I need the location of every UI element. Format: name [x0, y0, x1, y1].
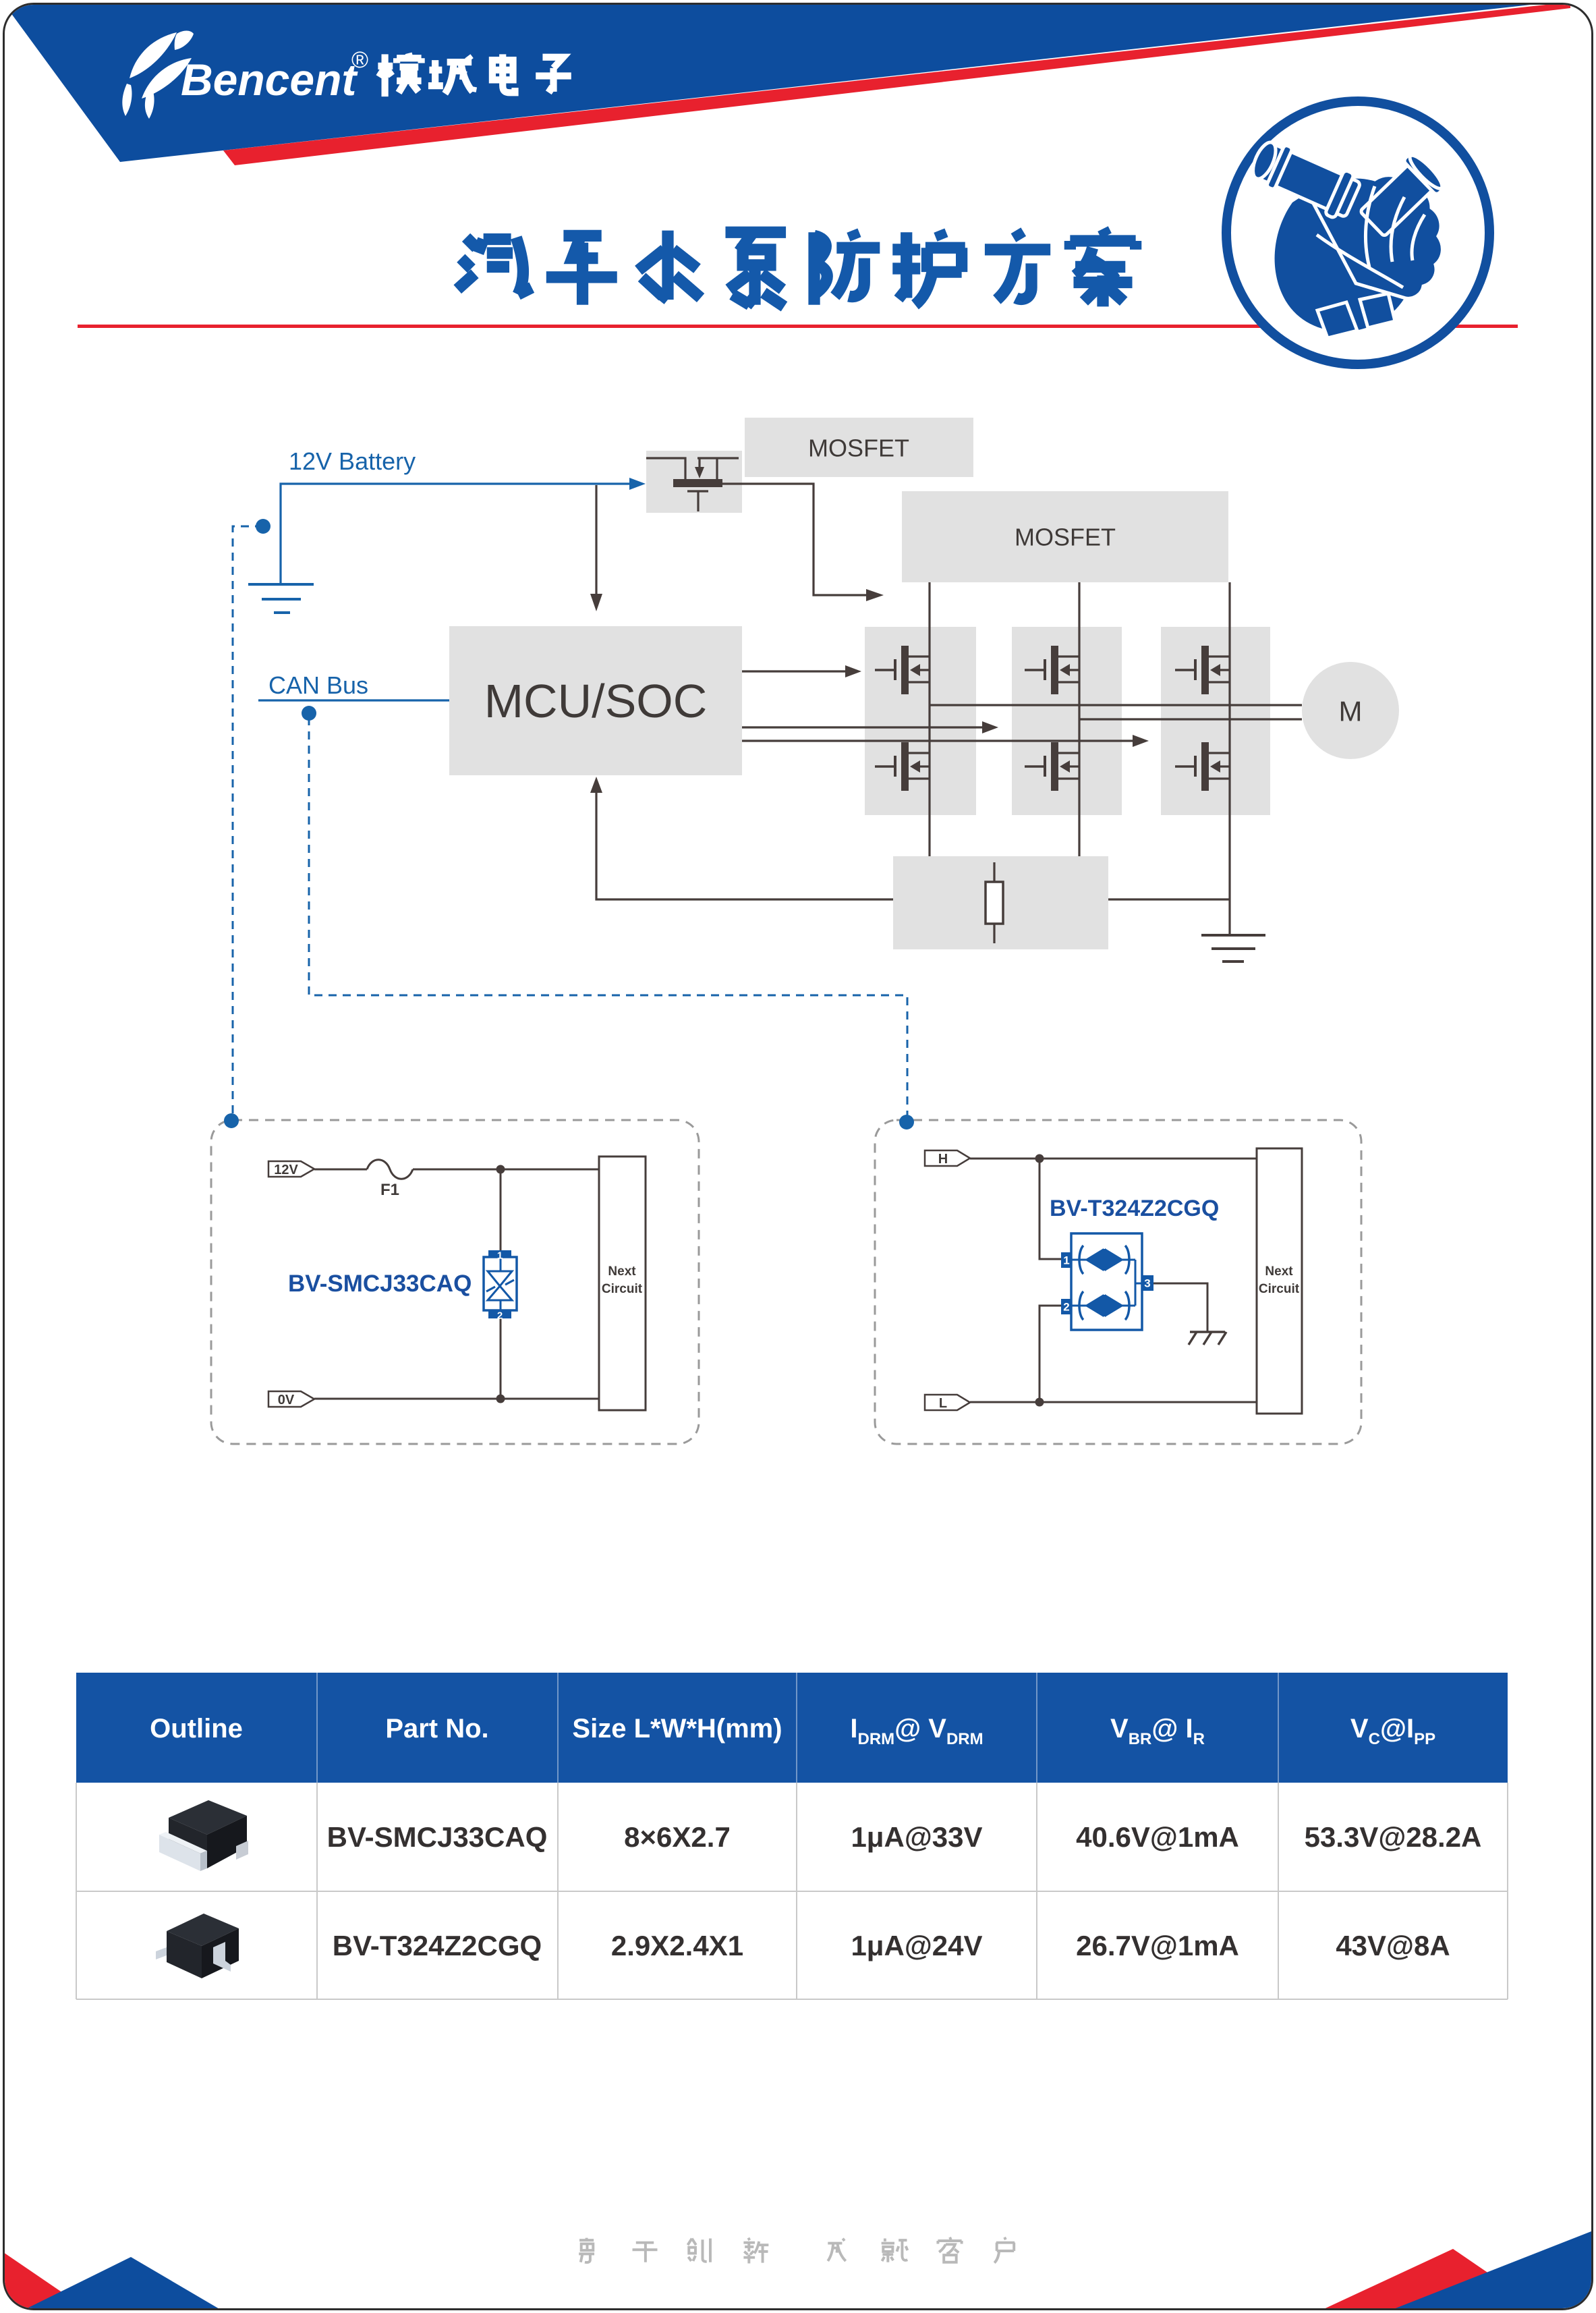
svg-text:Circuit: Circuit [1259, 1282, 1300, 1296]
svg-text:1: 1 [497, 1250, 503, 1262]
svg-text:53.3V@28.2A: 53.3V@28.2A [1305, 1821, 1482, 1853]
svg-text:43V@8A: 43V@8A [1336, 1930, 1450, 1961]
svg-text:0V: 0V [278, 1393, 295, 1408]
svg-text:2: 2 [1063, 1301, 1069, 1314]
svg-text:BV-SMCJ33CAQ: BV-SMCJ33CAQ [327, 1821, 548, 1853]
svg-text:®: ® [351, 47, 368, 73]
svg-text:BV-T324Z2CGQ: BV-T324Z2CGQ [333, 1930, 542, 1961]
svg-text:BV-T324Z2CGQ: BV-T324Z2CGQ [1050, 1196, 1219, 1221]
svg-text:F1: F1 [380, 1181, 399, 1199]
svg-text:8×6X2.7: 8×6X2.7 [624, 1821, 731, 1853]
svg-text:12V: 12V [274, 1163, 298, 1177]
svg-text:MCU/SOC: MCU/SOC [484, 675, 708, 727]
svg-text:H: H [938, 1152, 948, 1167]
svg-text:Part No.: Part No. [385, 1714, 488, 1744]
svg-text:Next: Next [1265, 1264, 1293, 1279]
svg-text:40.6V@1mA: 40.6V@1mA [1076, 1821, 1239, 1853]
svg-text:BV-SMCJ33CAQ: BV-SMCJ33CAQ [288, 1271, 472, 1297]
svg-text:3: 3 [1144, 1277, 1150, 1290]
svg-text:2: 2 [497, 1310, 503, 1322]
svg-text:Next: Next [608, 1264, 636, 1279]
svg-text:MOSFET: MOSFET [1015, 524, 1116, 551]
svg-text:26.7V@1mA: 26.7V@1mA [1076, 1930, 1239, 1961]
svg-text:Bencent: Bencent [181, 55, 358, 105]
svg-text:2.9X2.4X1: 2.9X2.4X1 [611, 1930, 743, 1961]
svg-text:MOSFET: MOSFET [808, 435, 909, 462]
svg-text:Outline: Outline [150, 1714, 243, 1744]
svg-text:VBR@ IR: VBR@ IR [1110, 1714, 1205, 1748]
svg-text:Circuit: Circuit [602, 1282, 643, 1296]
svg-text:CAN Bus: CAN Bus [268, 671, 368, 699]
svg-text:M: M [1339, 696, 1363, 727]
svg-text:1μA@24V: 1μA@24V [851, 1930, 982, 1961]
svg-text:12V Battery: 12V Battery [289, 447, 416, 475]
svg-text:L: L [939, 1396, 947, 1411]
svg-text:Size L*W*H(mm): Size L*W*H(mm) [572, 1714, 782, 1744]
svg-text:1: 1 [1063, 1254, 1069, 1267]
svg-text:1μA@33V: 1μA@33V [851, 1821, 982, 1853]
